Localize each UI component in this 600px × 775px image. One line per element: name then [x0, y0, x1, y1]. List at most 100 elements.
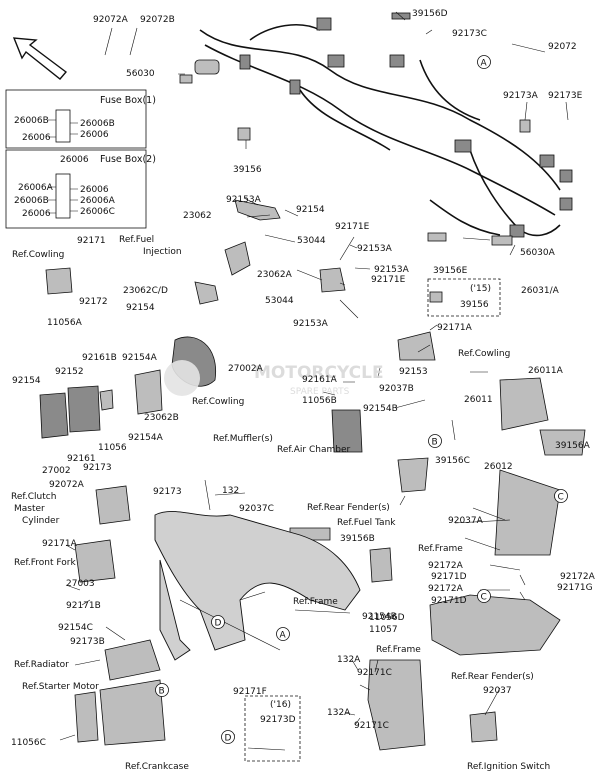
- fuse-box-1-body: [55, 109, 71, 143]
- reference-label: Ref.Cowling: [192, 397, 244, 407]
- leader-lines: [59, 11, 569, 741]
- reference-label: Ref.Rear Fender(s): [451, 672, 534, 682]
- part-number-label: 92172A: [428, 561, 464, 571]
- fuse-label: 26006B: [80, 119, 115, 129]
- part-number-label: 92072A: [49, 480, 85, 490]
- part-number-label: 132A: [327, 708, 351, 718]
- reference-label: Ref.Cowling: [12, 250, 64, 260]
- part-number-label: 92072B: [140, 15, 175, 25]
- part-number: 39156: [460, 300, 489, 310]
- year-label: ('16): [270, 700, 291, 710]
- fuse-box-2-body: [55, 173, 71, 219]
- part-number-label: 92171G: [557, 583, 593, 593]
- part-number-label: 39156C: [435, 456, 470, 466]
- callout-b: B: [159, 687, 165, 697]
- part-number-label: 11056: [98, 443, 127, 453]
- part-number-label: 92154C: [58, 623, 93, 633]
- part-number-label: 53044: [265, 296, 294, 306]
- part-number-label: 92173A: [503, 91, 539, 101]
- fuse-label: 26006: [22, 133, 51, 143]
- part-number-label: 92171A: [437, 323, 473, 333]
- reference-label: Ref.Radiator: [14, 660, 69, 670]
- part-number-label: 92037C: [239, 504, 274, 514]
- part-number-label: 23062: [183, 211, 212, 221]
- part-number-label: 53044: [297, 236, 326, 246]
- part-number-label: 92172A: [560, 572, 596, 582]
- part-number-label: 92153A: [357, 244, 393, 254]
- reference-label: Ref.Cowling: [458, 349, 510, 359]
- callout-a: A: [280, 631, 287, 641]
- part-number-label: 11056C: [11, 738, 46, 748]
- fuse-box-2-panel: 26006 Fuse Box(2) 26006A 26006A 26006B 2…: [5, 149, 156, 229]
- callout-d: D: [215, 619, 222, 629]
- reference-label: Ref.Rear Fender(s): [307, 503, 390, 513]
- callout-d: D: [225, 734, 232, 744]
- reference-label: Ref.Crankcase: [125, 762, 189, 772]
- part-number-label: 132: [222, 486, 239, 496]
- part-number-label: 92154A: [128, 433, 164, 443]
- part-number-label: 132A: [337, 655, 361, 665]
- part-number-label: 92154B: [362, 612, 397, 622]
- part-number-label: 92152: [55, 367, 84, 377]
- callout-markers: A A B B C C D D: [155, 55, 568, 744]
- part-number-label: 39156D: [412, 9, 448, 19]
- watermark-subtext: SPARE PARTS: [290, 387, 350, 397]
- part-number-label: 92173B: [70, 637, 105, 647]
- part-number-label: 23062A: [257, 270, 293, 280]
- part-number-label: 92037A: [448, 516, 484, 526]
- part-number-label: 92172: [79, 297, 108, 307]
- part-number-label: 92154B: [363, 404, 398, 414]
- fuse-label: 26006: [80, 130, 109, 140]
- watermark-logo: MOTORCYCLE SPARE PARTS: [164, 360, 384, 397]
- part-number-label: 92171C: [357, 668, 392, 678]
- part-number: 92173D: [260, 715, 296, 725]
- part-number-label: 92037B: [379, 384, 414, 394]
- callout-c: C: [558, 493, 564, 503]
- fuse-box-1-title: Fuse Box(1): [100, 95, 156, 106]
- motorcycle-frame: [154, 511, 361, 661]
- part-number-label: 92037: [483, 686, 512, 696]
- part-number-label: 92171B: [66, 601, 101, 611]
- reference-label: Ref.Starter Motor: [22, 682, 99, 692]
- part-number-label: 56030: [126, 69, 155, 79]
- part-number-label: 39156E: [433, 266, 468, 276]
- part-number-label: 92171E: [335, 222, 370, 232]
- callout-b: B: [432, 438, 438, 448]
- part-number-label: 92171D: [431, 572, 467, 582]
- fuse-label: 26006B: [14, 116, 49, 126]
- part-number-label: 26011A: [528, 366, 564, 376]
- part-number-label: 39156: [233, 165, 262, 175]
- year-box-15: ('15) 39156: [427, 278, 501, 317]
- part-number-label: 92072A: [93, 15, 129, 25]
- fuse-label: 26006: [22, 209, 51, 219]
- part-number-label: 26012: [484, 462, 513, 472]
- part-number-label: 39156B: [340, 534, 375, 544]
- part-number-label: 92154A: [122, 353, 158, 363]
- part-number-label: 92171E: [371, 275, 406, 285]
- reference-label: Ref.Fuel Tank: [337, 518, 396, 528]
- part-number-label: 11057: [369, 625, 398, 635]
- callout-a: A: [481, 59, 488, 69]
- part-number-label: 27002: [42, 466, 71, 476]
- front-direction-arrow-icon: [12, 37, 68, 80]
- part-number-label: 27002A: [228, 364, 264, 374]
- part-number-label: 92173: [83, 463, 112, 473]
- fuse-label: 26006B: [14, 196, 49, 206]
- reference-label: Ref.Clutch: [11, 492, 56, 502]
- part-number-label: 23062B: [144, 413, 179, 423]
- part-number-label: 92171A: [42, 539, 78, 549]
- part-number-label: 39156A: [555, 441, 591, 451]
- part-number-label: 92153: [399, 367, 428, 377]
- reference-label: Ref.Air Chamber: [277, 445, 350, 455]
- part-number-label: Cylinder: [22, 516, 60, 526]
- reference-label: Ref.Fuel: [119, 235, 154, 245]
- part-number-label: 92161: [67, 454, 96, 464]
- part-number-label: 23062C/D: [123, 286, 168, 296]
- part-number-label: 92173: [153, 487, 182, 497]
- part-number-label: 92153A: [293, 319, 329, 329]
- part-number-label: 92171F: [233, 687, 267, 697]
- part-number-label: 92154: [126, 303, 155, 313]
- part-number-label: 92154: [296, 205, 325, 215]
- part-number-label: 27003: [66, 579, 95, 589]
